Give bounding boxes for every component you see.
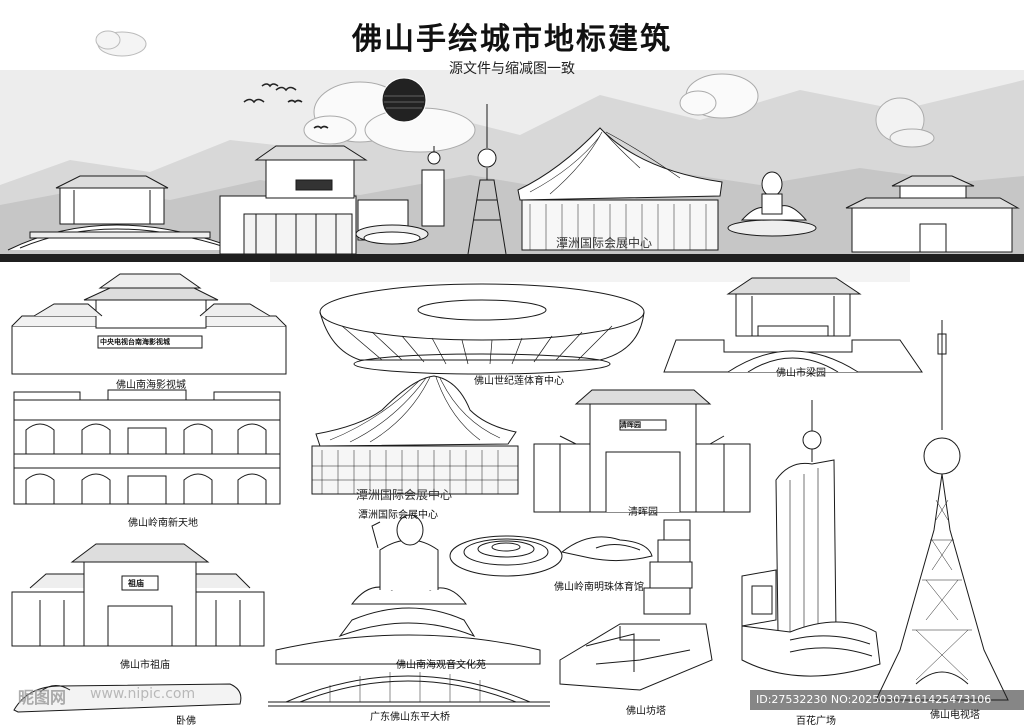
birds-icon [243,83,329,130]
label-mingzhu-gym: 佛山岭南明珠体育馆 [554,582,644,593]
skyline-guanyin [727,171,817,237]
illustration-century-lotus-stadium [319,283,645,375]
illustration-baihua-plaza [741,400,881,677]
illustration-ancestral-temple [11,543,265,647]
cloud-center [303,81,476,153]
label-liang-garden: 佛山市梁园 [776,368,826,379]
skyline-expo-center [517,127,723,251]
label-qinghui-garden: 清晖园 [628,507,658,518]
label-baihua-plaza: 百花广场 [796,716,836,727]
label-dongping-bridge: 广东佛山东平大桥 [370,712,450,723]
cloud-right [679,73,759,119]
label-century-lotus: 佛山世纪莲体育中心 [474,376,564,387]
label-tv-tower: 佛山电视塔 [930,710,980,721]
label-reclining-buddha: 卧佛 [176,716,196,727]
film-city-sign: 中央电视台南海影视城 [100,337,170,346]
label-tanzhou-expo: 潭洲国际会展中心 [358,510,438,521]
expo-sign: 潭洲国际会展中心 [356,488,453,502]
illustration-fang-tower [559,519,713,691]
skyline-lotus-stadium [355,224,429,245]
illustration-tv-tower [875,320,1009,701]
watermark-logo: 昵图网 [18,688,67,707]
illustration-qinghui-garden [533,389,751,513]
illustration-mingzhu-gym [449,535,653,577]
skyline-film-city [219,145,368,255]
label-nanhai-film-city: 佛山南海影视城 [116,380,186,391]
sun-icon [381,77,427,123]
illustration-nanhai-film-city [11,273,287,375]
skyline-ancestral-temple [845,175,1020,253]
cloud-far-right [875,97,935,148]
watermark-id: ID:27532230 NO:20250307161425473106 [756,693,992,706]
label-lingnan-tiandi: 佛山岭南新天地 [128,518,198,529]
illustration-guanyin-park [275,514,541,665]
skyline [0,104,1024,282]
illustration-reclining-buddha [13,683,242,713]
watermark-url: www.nipic.com [90,686,196,702]
illustration-tanzhou-expo [311,375,519,495]
page-subtitle: 源文件与缩减图一致 [449,61,575,77]
label-guanyin-park: 佛山南海观音文化苑 [396,660,486,671]
skyline-tv-tower [467,104,507,255]
qinghui-sign: 清晖园 [620,420,641,429]
watermark-strip [750,690,1024,710]
skyline-expo-sign: 潭洲国际会展中心 [556,236,653,250]
skyline-liang-garden [7,175,241,251]
illustration-liang-garden [663,277,923,373]
page-title: 佛山手绘城市地标建筑 [352,22,672,57]
label-fang-tower: 佛山坊塔 [626,706,666,717]
illustration-lingnan-tiandi [13,389,281,505]
illustration-dongping-bridge [268,672,550,707]
label-ancestral-temple: 佛山市祖庙 [120,660,170,671]
ancestral-temple-sign: 祖庙 [128,578,144,588]
cloud-left [95,30,147,57]
